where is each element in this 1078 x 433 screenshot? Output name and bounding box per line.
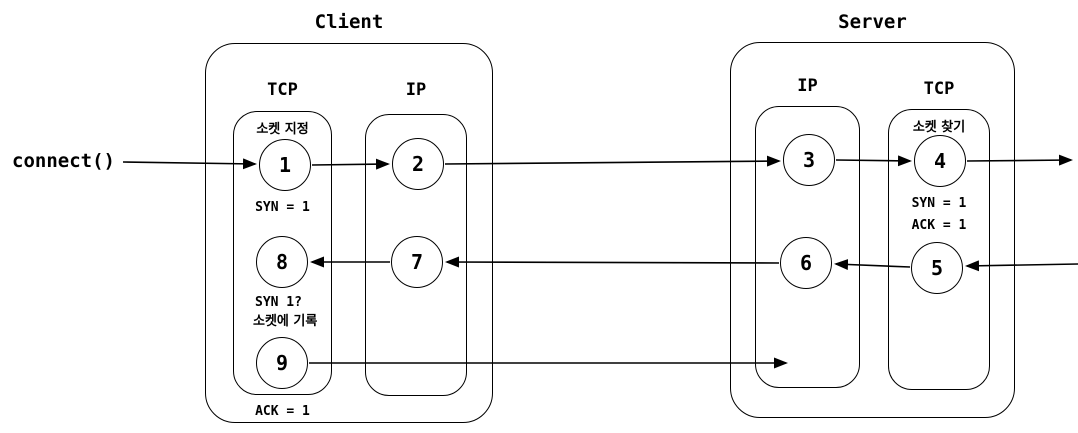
node-5: 5 — [911, 242, 963, 294]
client-socket-record-note: 소켓에 기록 — [253, 314, 318, 329]
client-tcp-box — [233, 111, 332, 395]
arrow-node2-to-node3 — [444, 155, 781, 167]
node-9: 9 — [256, 337, 308, 389]
node-7: 7 — [391, 236, 443, 288]
client-ip-box — [365, 114, 467, 396]
client-box — [205, 43, 493, 423]
server-syn-note: SYN = 1 — [911, 196, 967, 211]
client-ack-note: ACK = 1 — [255, 404, 310, 419]
server-ip-box — [755, 106, 860, 388]
server-tcp-title: TCP — [923, 79, 955, 99]
server-socket-find-note: 소켓 찾기 — [912, 120, 966, 135]
node-1: 1 — [259, 139, 311, 191]
client-syn-check-note: SYN 1? — [255, 295, 302, 310]
server-ip-title: IP — [797, 76, 818, 96]
server-box — [730, 42, 1015, 418]
node-6: 6 — [780, 237, 832, 289]
server-tcp-box — [888, 109, 990, 390]
server-ack-note: ACK = 1 — [911, 218, 967, 233]
client-title: Client — [314, 11, 384, 33]
node-4: 4 — [914, 135, 966, 187]
node-2: 2 — [392, 138, 444, 190]
connect-call-label: connect() — [12, 150, 115, 172]
client-syn-note: SYN = 1 — [255, 200, 310, 215]
client-ip-title: IP — [405, 80, 427, 100]
client-socket-assign-note: 소켓 지정 — [256, 122, 309, 137]
node-3: 3 — [783, 134, 835, 186]
client-tcp-title: TCP — [267, 80, 298, 100]
server-title: Server — [838, 11, 907, 33]
node-8: 8 — [256, 236, 308, 288]
